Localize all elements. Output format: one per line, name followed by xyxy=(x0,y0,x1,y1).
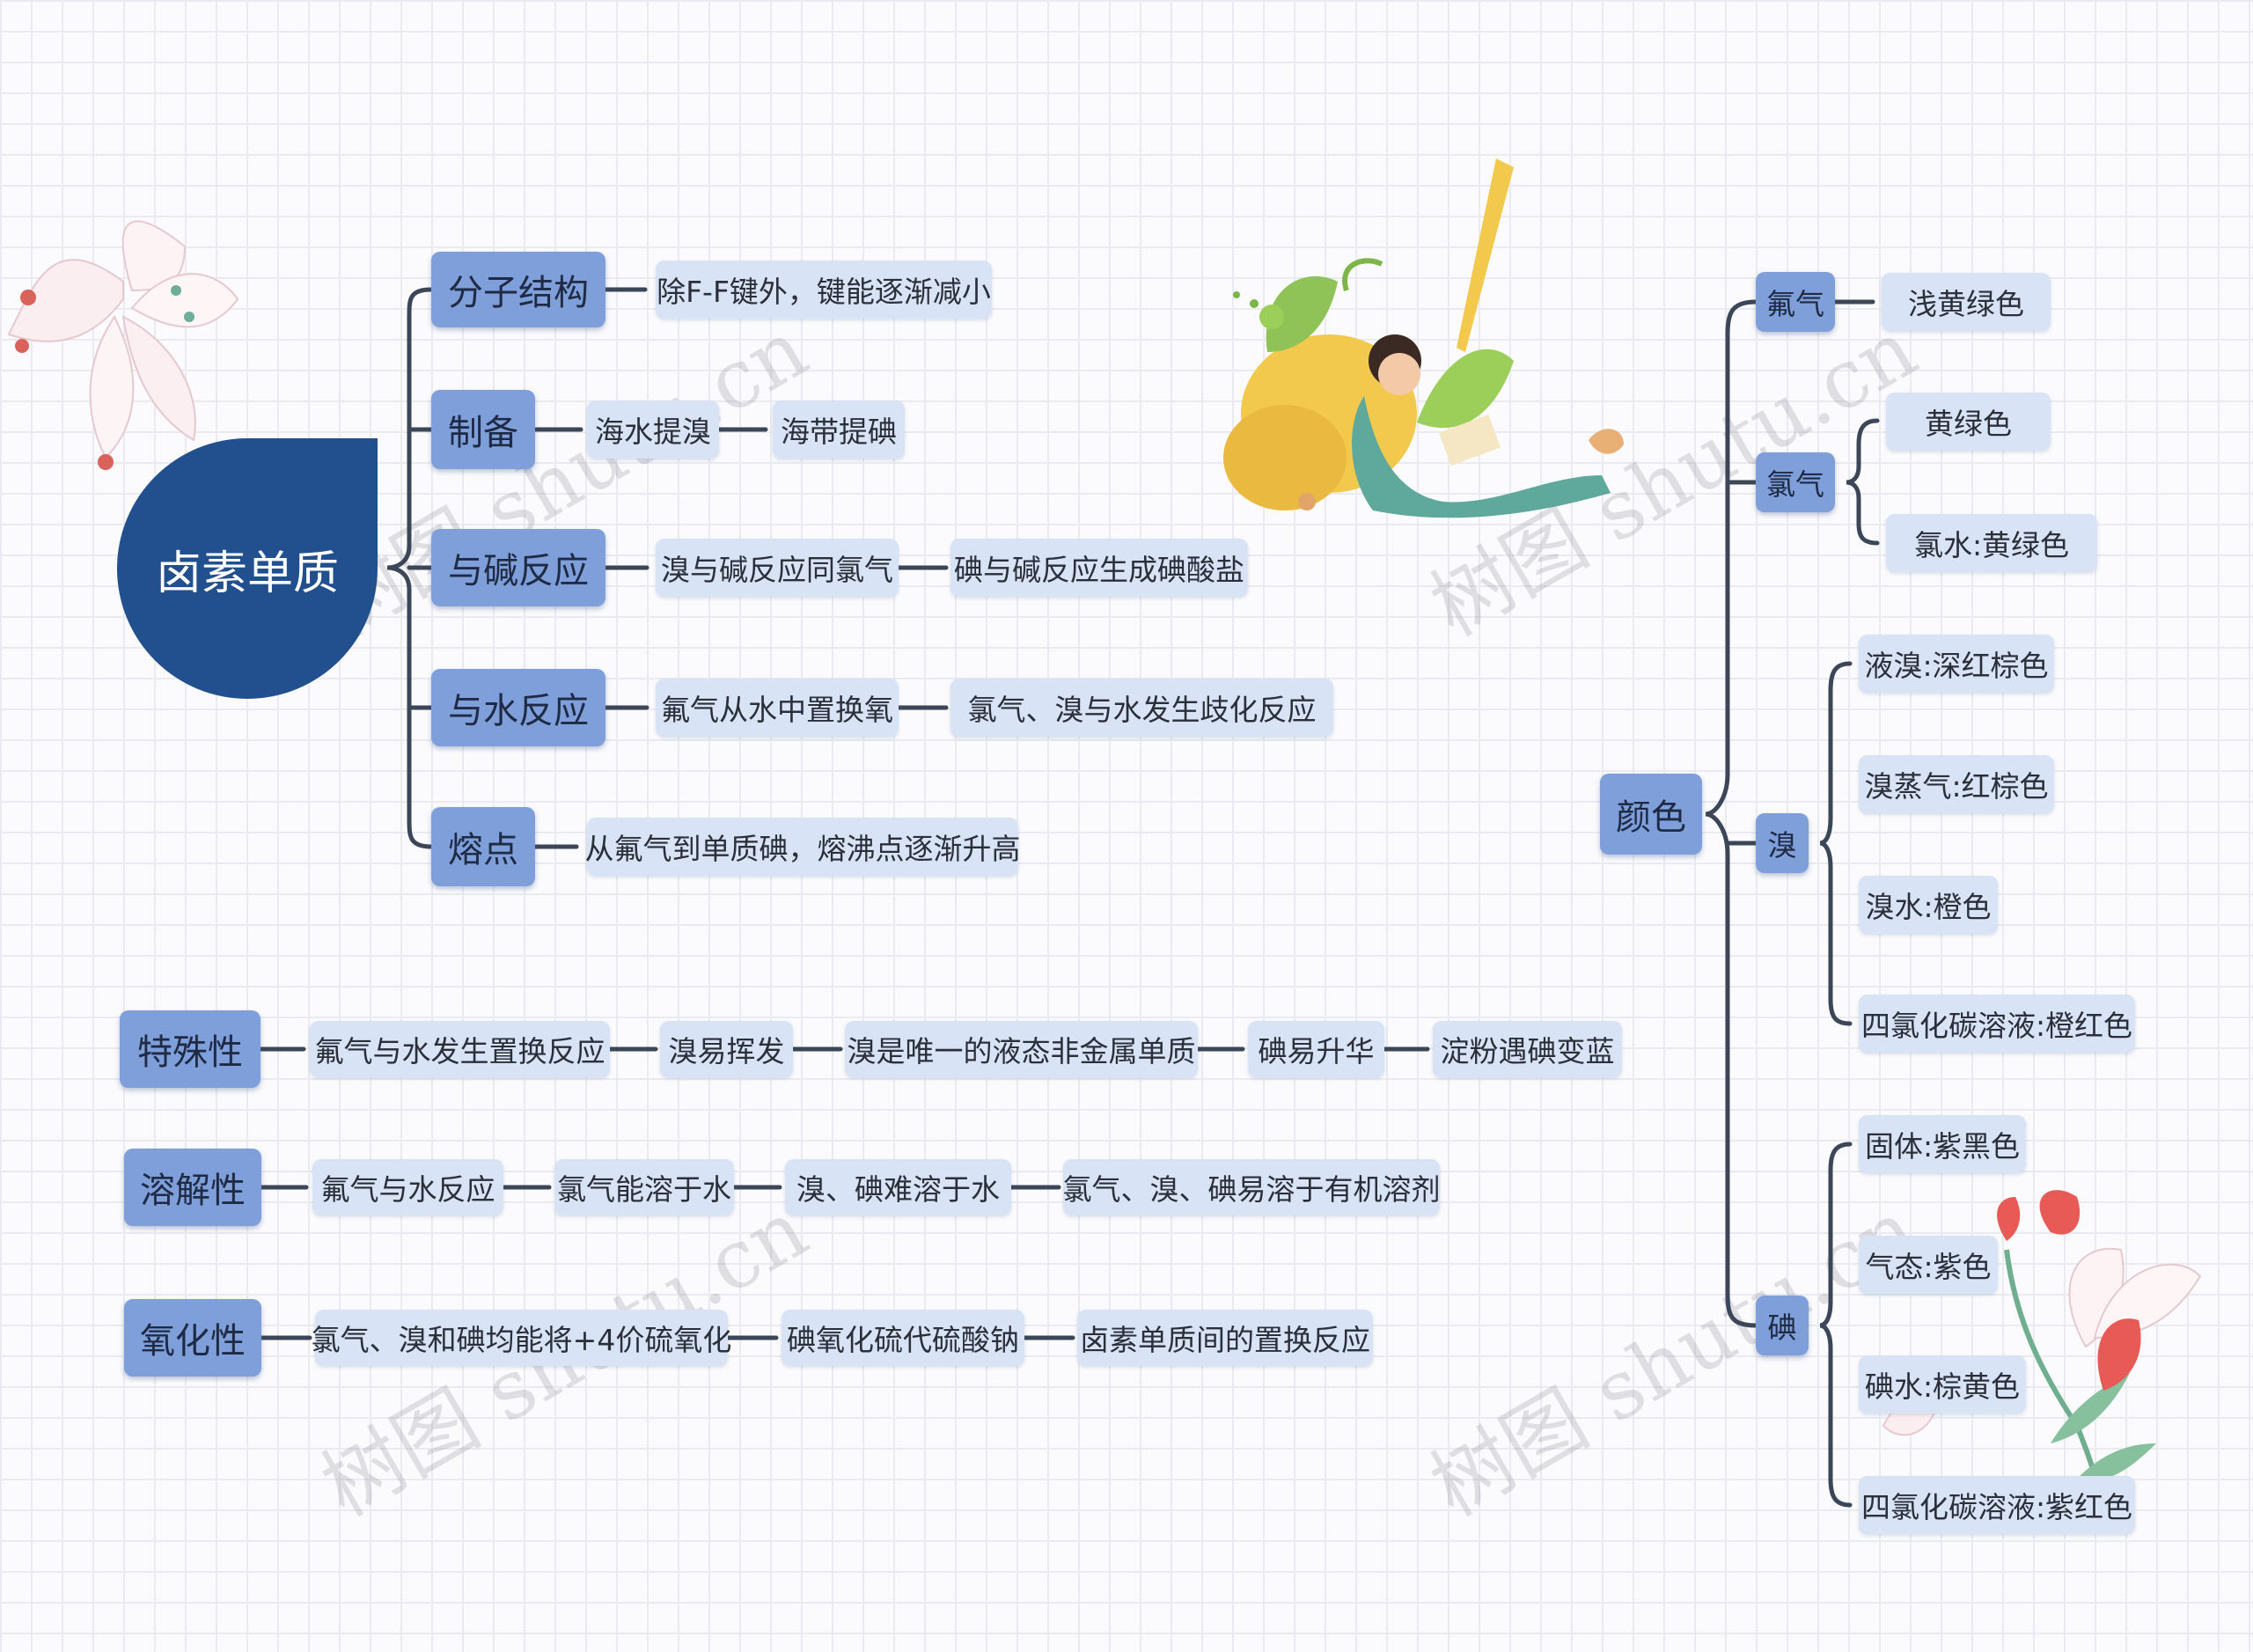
leaf-water-2[interactable]: 氯气、溴与水发生歧化反应 xyxy=(950,679,1333,737)
leaf-special-3[interactable]: 溴是唯一的液态非金属单质 xyxy=(845,1021,1198,1077)
branch-color[interactable]: 颜色 xyxy=(1600,774,1702,855)
leaf-fluorine-1[interactable]: 浅黄绿色 xyxy=(1882,273,2051,331)
leaf-oxidation-3[interactable]: 卤素单质间的置换反应 xyxy=(1077,1310,1373,1366)
color-fluorine[interactable]: 氟气 xyxy=(1756,272,1835,332)
branch-alkali[interactable]: 与碱反应 xyxy=(431,529,605,606)
root-node[interactable]: 卤素单质 xyxy=(117,438,378,699)
branch-oxidation[interactable]: 氧化性 xyxy=(124,1299,261,1377)
leaf-oxidation-1[interactable]: 氯气、溴和碘均能将+4价硫氧化 xyxy=(312,1310,731,1366)
root-label: 卤素单质 xyxy=(155,547,339,600)
leaf-iodine-4[interactable]: 四氯化碳溶液:紫红色 xyxy=(1859,1476,2135,1534)
root-bracket xyxy=(386,287,434,849)
leaf-prep-2[interactable]: 海带提碘 xyxy=(773,400,905,459)
leaf-bromine-1[interactable]: 液溴:深红棕色 xyxy=(1859,635,2054,693)
branch-prep[interactable]: 制备 xyxy=(431,390,535,469)
branch-melting[interactable]: 熔点 xyxy=(431,807,535,886)
leaf-bromine-2[interactable]: 溴蒸气:红棕色 xyxy=(1859,755,2054,813)
iodine-bracket xyxy=(1819,1142,1853,1508)
leaf-alkali-2[interactable]: 碘与碱反应生成碘酸盐 xyxy=(950,539,1248,597)
leaf-special-5[interactable]: 淀粉遇碘变蓝 xyxy=(1433,1021,1622,1077)
leaf-bromine-4[interactable]: 四氯化碳溶液:橙红色 xyxy=(1859,995,2135,1053)
leaf-chlorine-1[interactable]: 黄绿色 xyxy=(1886,393,2051,451)
leaf-special-2[interactable]: 溴易挥发 xyxy=(660,1021,793,1077)
branch-solubility[interactable]: 溶解性 xyxy=(124,1149,261,1226)
color-chlorine[interactable]: 氯气 xyxy=(1756,452,1835,512)
bromine-bracket xyxy=(1819,661,1853,1026)
leaf-solubility-3[interactable]: 溴、碘难溶于水 xyxy=(785,1159,1011,1215)
reading-person-illustration xyxy=(1223,158,1624,518)
leaf-solubility-2[interactable]: 氯气能溶于水 xyxy=(554,1159,734,1215)
connector xyxy=(1725,480,1758,846)
leaf-special-4[interactable]: 碘易升华 xyxy=(1248,1021,1384,1077)
leaf-iodine-2[interactable]: 气态:紫色 xyxy=(1859,1236,1998,1294)
leaf-structure-1[interactable]: 除F-F键外，键能逐渐减小 xyxy=(656,261,992,319)
leaf-iodine-3[interactable]: 碘水:棕黄色 xyxy=(1859,1355,2026,1413)
leaf-oxidation-2[interactable]: 碘氧化硫代硫酸钠 xyxy=(782,1310,1024,1366)
branch-special[interactable]: 特殊性 xyxy=(120,1010,261,1088)
leaf-prep-1[interactable]: 海水提溴 xyxy=(587,400,719,459)
leaf-solubility-4[interactable]: 氯气、溴、碘易溶于有机溶剂 xyxy=(1063,1159,1441,1215)
leaf-water-1[interactable]: 氟气从水中置换氧 xyxy=(656,679,899,737)
leaf-bromine-3[interactable]: 溴水:橙色 xyxy=(1859,876,1998,934)
branch-water[interactable]: 与水反应 xyxy=(431,669,605,746)
flower-illustration-top-left xyxy=(7,220,239,470)
branch-structure[interactable]: 分子结构 xyxy=(431,252,605,327)
chlorine-bracket xyxy=(1846,418,1880,546)
color-iodine[interactable]: 碘 xyxy=(1756,1296,1809,1355)
leaf-alkali-1[interactable]: 溴与碱反应同氯气 xyxy=(656,539,899,597)
leaf-solubility-1[interactable]: 氟气与水反应 xyxy=(312,1159,503,1215)
leaf-melting-1[interactable]: 从氟气到单质碘，熔沸点逐渐升高 xyxy=(585,818,1021,876)
leaf-chlorine-2[interactable]: 氯水:黄绿色 xyxy=(1886,514,2097,572)
color-bromine[interactable]: 溴 xyxy=(1756,813,1809,873)
color-bracket xyxy=(1705,299,1758,1328)
connector xyxy=(407,427,434,710)
leaf-special-1[interactable]: 氟气与水发生置换反应 xyxy=(310,1021,610,1077)
leaf-iodine-1[interactable]: 固体:紫黑色 xyxy=(1859,1115,2026,1173)
